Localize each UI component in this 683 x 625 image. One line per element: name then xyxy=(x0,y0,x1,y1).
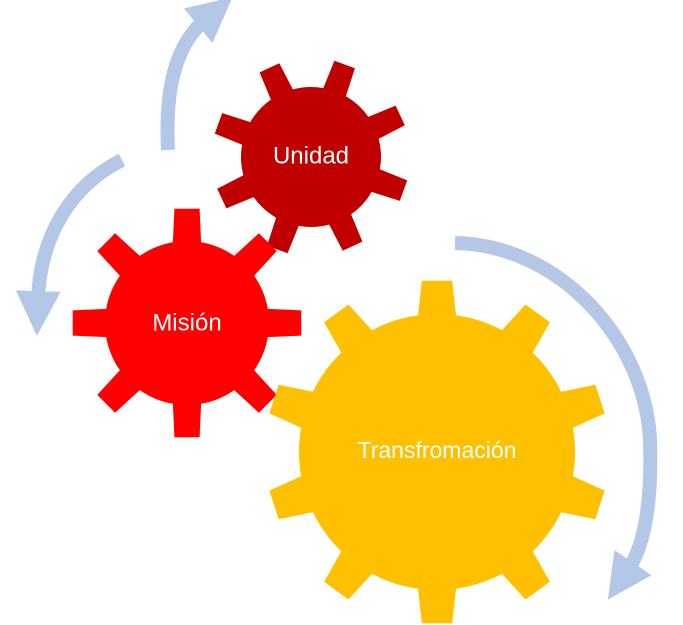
gear-label-mision: Misión xyxy=(152,310,221,337)
gear-mision xyxy=(72,208,302,438)
arc-arrow-right xyxy=(454,236,658,600)
gear-unidad xyxy=(214,60,408,254)
arc-arrow-top xyxy=(160,0,233,151)
gear-transformacion xyxy=(269,280,605,624)
gear-label-unidad: Unidad xyxy=(273,143,349,170)
arc-arrow-left xyxy=(15,153,126,336)
gear-label-transformacion: Transfromación xyxy=(358,437,517,463)
